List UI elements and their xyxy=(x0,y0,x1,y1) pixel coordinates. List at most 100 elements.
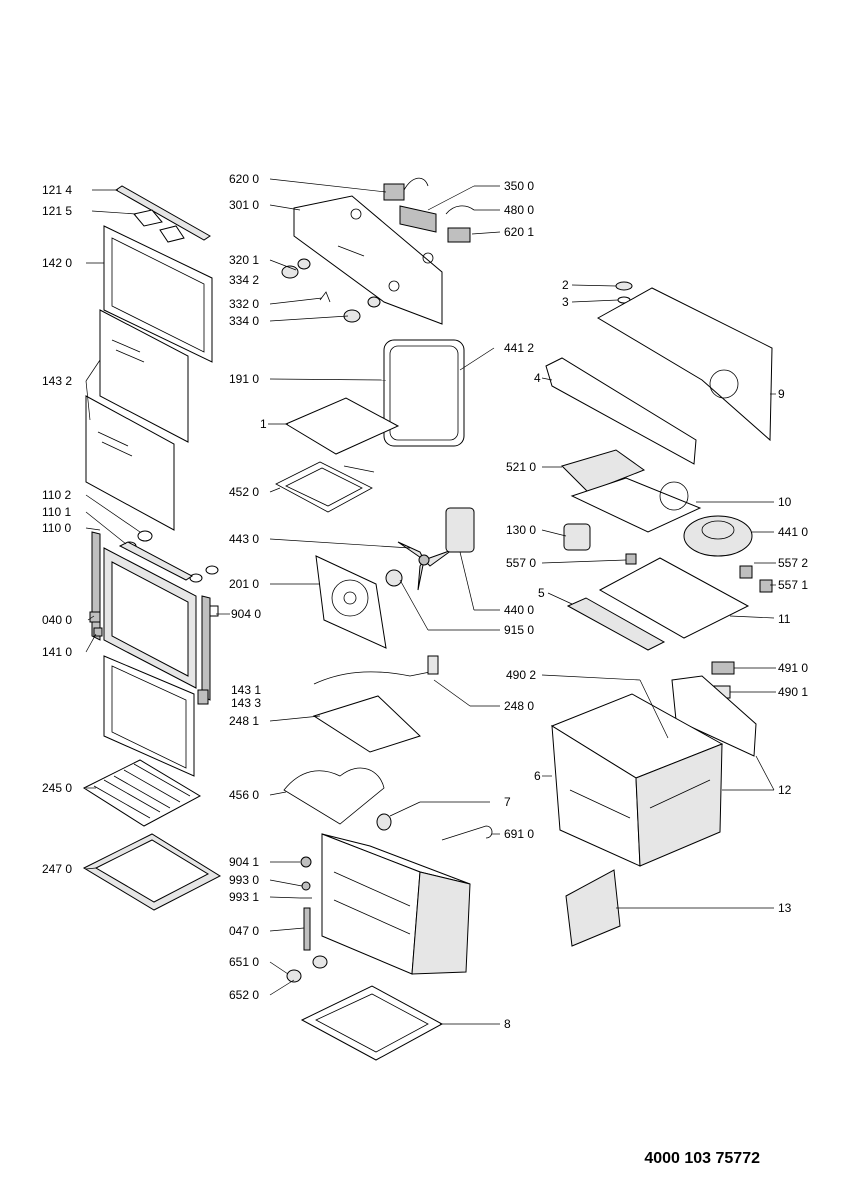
callout-993-0: 993 0 xyxy=(229,873,259,887)
callout-5: 5 xyxy=(538,586,545,600)
callout-13: 13 xyxy=(778,901,792,915)
callout-191-0: 191 0 xyxy=(229,372,259,386)
rear-terminal-plate-part xyxy=(671,675,757,757)
right-hinge-part xyxy=(201,595,211,701)
screw-part xyxy=(300,856,312,868)
callout-620-0: 620 0 xyxy=(229,172,259,186)
callout-443-0: 443 0 xyxy=(229,532,259,546)
callout-904-1: 904 1 xyxy=(229,855,259,869)
fan-motor-part xyxy=(445,507,475,553)
callout-040-0: 040 0 xyxy=(42,613,72,627)
callout-110-2: 110 2 xyxy=(42,488,71,502)
base-plate-part xyxy=(300,985,444,1061)
callout-2: 2 xyxy=(562,278,569,292)
callout-441-2: 441 2 xyxy=(504,341,534,355)
callout-652-0: 652 0 xyxy=(229,988,259,1002)
spacer-part-3 xyxy=(189,573,203,583)
trim-bracket-part xyxy=(133,209,163,227)
callout-130-0: 130 0 xyxy=(506,523,536,537)
transformer-part xyxy=(563,523,591,551)
knob-part-2 xyxy=(297,258,311,270)
trim-bracket-part-2 xyxy=(159,225,185,243)
callout-301-0: 301 0 xyxy=(229,198,259,212)
callout-7: 7 xyxy=(504,795,511,809)
cooling-fan-part xyxy=(683,515,753,557)
callout-993-1: 993 1 xyxy=(229,890,259,904)
callout-620-1: 620 1 xyxy=(504,225,534,239)
callout-247-0: 247 0 xyxy=(42,862,72,876)
callout-651-0: 651 0 xyxy=(229,955,259,969)
callout-334-2: 334 2 xyxy=(229,273,259,287)
callout-6: 6 xyxy=(534,769,541,783)
grommet-part xyxy=(615,281,633,291)
callout-490-1: 490 1 xyxy=(778,685,808,699)
cooling-duct-plate-part xyxy=(570,477,702,533)
heat-shield-part xyxy=(312,695,421,753)
ring-element-cable-part xyxy=(313,671,431,685)
callout-110-1: 110 1 xyxy=(42,505,71,519)
callout-1: 1 xyxy=(260,417,267,431)
foot-part xyxy=(286,969,302,983)
callout-452-0: 452 0 xyxy=(229,485,259,499)
callout-440-0: 440 0 xyxy=(504,603,534,617)
callout-110-0: 110 0 xyxy=(42,521,71,535)
callout-691-0: 691 0 xyxy=(504,827,534,841)
terminal-block-part xyxy=(711,661,735,675)
callout-248-1: 248 1 xyxy=(229,714,259,728)
callout-320-1: 320 1 xyxy=(229,253,259,267)
callout-201-0: 201 0 xyxy=(229,577,259,591)
fan-bushing-part xyxy=(385,569,403,587)
door-gasket-part xyxy=(383,339,465,447)
callout-456-0: 456 0 xyxy=(229,788,259,802)
callout-10: 10 xyxy=(778,495,792,509)
bottom-plate-part xyxy=(284,397,400,455)
control-panel-part xyxy=(293,195,443,325)
callout-142-0: 142 0 xyxy=(42,256,72,270)
callout-245-0: 245 0 xyxy=(42,781,72,795)
callout-121-5: 121 5 xyxy=(42,204,72,218)
oven-rack-part xyxy=(82,759,202,827)
callout-143-2: 143 2 xyxy=(42,374,72,388)
spacer-part-4 xyxy=(205,565,219,575)
foot-part-2 xyxy=(312,955,328,969)
knob-part-4 xyxy=(367,296,381,308)
oven-lamp-part xyxy=(376,813,392,831)
display-module-part xyxy=(399,205,437,233)
document-number: 4000 103 75772 xyxy=(644,1150,760,1167)
control-panel-assembly xyxy=(281,177,475,325)
callout-12: 12 xyxy=(778,783,792,797)
callout-490-2: 490 2 xyxy=(506,668,536,682)
front-trim-strip-part xyxy=(566,597,666,651)
inner-glass-pane-part-2 xyxy=(85,395,175,531)
oven-cavity-part xyxy=(321,833,471,975)
callout-11: 11 xyxy=(778,612,791,626)
callout-8: 8 xyxy=(504,1017,511,1031)
door-top-trim-part xyxy=(115,185,211,241)
cavity-back-panel-part xyxy=(315,555,387,649)
callout-143-1: 143 1 xyxy=(231,683,261,697)
bottom-heating-element-part xyxy=(283,767,385,825)
callout-047-0: 047 0 xyxy=(229,924,259,938)
thermostat-part-2 xyxy=(739,565,753,579)
thermostat-part-3 xyxy=(759,579,773,593)
control-board-part xyxy=(561,449,646,493)
thermostat-part xyxy=(625,553,637,565)
selector-switch-part xyxy=(383,183,405,201)
screw-part-2 xyxy=(301,881,311,891)
left-hinge-part xyxy=(91,531,101,641)
temperature-sensor-part xyxy=(441,825,493,841)
callout-350-0: 350 0 xyxy=(504,179,534,193)
spacer-part xyxy=(137,530,153,542)
cooling-duct-cover-part xyxy=(598,557,750,639)
callout-labels: 121 4 121 5 142 0 143 2 110 2 110 1 110 … xyxy=(42,172,808,1031)
callout-915-0: 915 0 xyxy=(504,623,534,637)
callout-121-4: 121 4 xyxy=(42,183,72,197)
fan-blade-part xyxy=(397,541,453,591)
callout-4: 4 xyxy=(534,371,541,385)
housing-assembly xyxy=(545,281,773,947)
selector-switch-part-2 xyxy=(447,227,471,243)
callout-557-0: 557 0 xyxy=(506,556,536,570)
callout-557-2: 557 2 xyxy=(778,556,808,570)
callout-9: 9 xyxy=(778,387,785,401)
